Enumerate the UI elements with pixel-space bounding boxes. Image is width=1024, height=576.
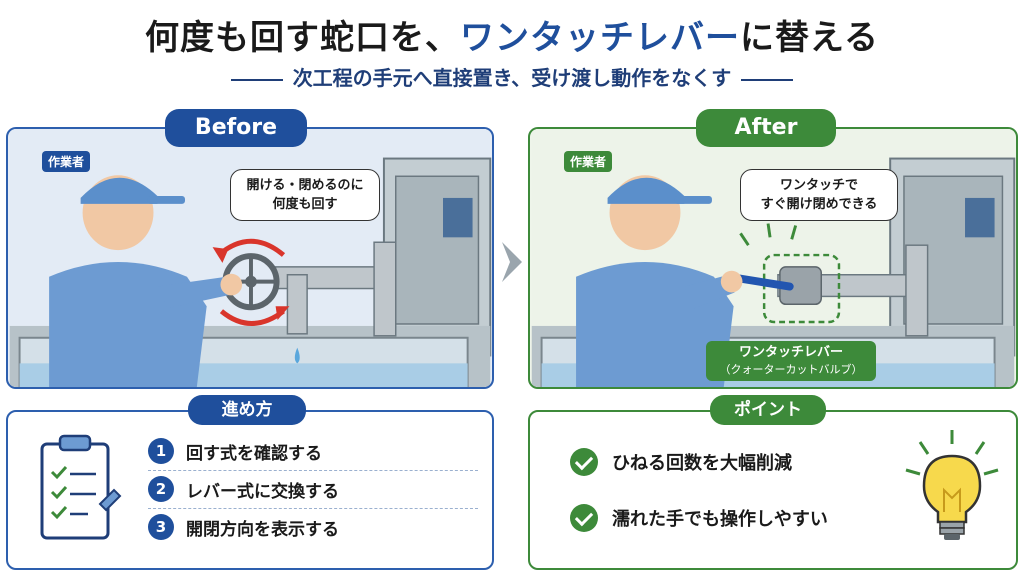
title-accent: ワンタッチレバー: [460, 18, 740, 58]
before-panel: 作業者 開ける・閉めるのに 何度も回す: [6, 127, 494, 389]
point-text-2: 濡れた手でも操作しやすい: [612, 509, 828, 530]
after-speech-bubble: ワンタッチで すぐ開け閉めできる: [740, 169, 898, 221]
check-icon: [570, 448, 598, 476]
lever-label-sub: （クォーターカットバルブ）: [719, 363, 863, 376]
step-item-1: 1 回す式を確認する: [148, 436, 478, 471]
before-bubble-line2: 何度も回す: [272, 197, 338, 212]
step-number-2: 2: [148, 476, 174, 502]
step-item-3: 3 開閉方向を表示する: [148, 512, 478, 542]
lever-label: ワンタッチレバー （クォーターカットバルブ）: [706, 341, 876, 381]
title-prefix: 何度も回す蛇口を、: [145, 18, 460, 58]
subtitle-rule-right: [741, 78, 794, 81]
clipboard-icon: [40, 434, 122, 540]
chevron-right-icon: [502, 242, 522, 282]
after-heading: After: [696, 109, 836, 147]
page-subtitle: 次工程の手元へ直接置き、受け渡し動作をなくす: [0, 62, 1024, 91]
steps-heading: 進め方: [188, 395, 306, 425]
step-item-2: 2 レバー式に交換する: [148, 474, 478, 509]
point-item-2: 濡れた手でも操作しやすい: [570, 502, 900, 534]
point-item-1: ひねる回数を大幅削減: [570, 446, 900, 478]
points-heading: ポイント: [710, 395, 826, 425]
step-number-3: 3: [148, 514, 174, 540]
subtitle-text: 次工程の手元へ直接置き、受け渡し動作をなくす: [292, 66, 732, 90]
step-divider-1: [148, 470, 478, 471]
after-panel: 作業者 ワンタッチで すぐ開け閉めできる: [528, 127, 1018, 389]
step-divider-2: [148, 508, 478, 509]
before-worker-tag: 作業者: [42, 151, 91, 172]
after-bubble-line1: ワンタッチで: [779, 178, 858, 193]
after-worker-tag: 作業者: [564, 151, 613, 172]
before-heading: Before: [165, 109, 307, 147]
lever-label-main: ワンタッチレバー: [738, 345, 843, 360]
steps-box: 1 回す式を確認する 2 レバー式に交換する 3 開閉方向を表示する: [6, 410, 494, 570]
lightbulb-icon: [905, 430, 999, 540]
page-title: 何度も回す蛇口を、ワンタッチレバーに替える: [0, 10, 1024, 59]
check-icon: [570, 504, 598, 532]
points-box: ひねる回数を大幅削減 濡れた手でも操作しやすい: [528, 410, 1018, 570]
before-bubble-line1: 開ける・閉めるのに: [246, 178, 364, 193]
before-speech-bubble: 開ける・閉めるのに 何度も回す: [230, 169, 380, 221]
step-text-2: レバー式に交換する: [186, 481, 339, 502]
step-number-1: 1: [148, 438, 174, 464]
step-text-3: 開閉方向を表示する: [186, 519, 339, 540]
title-suffix: に替える: [740, 18, 879, 58]
point-text-1: ひねる回数を大幅削減: [612, 453, 792, 474]
subtitle-rule-left: [230, 78, 283, 81]
after-bubble-line2: すぐ開け閉めできる: [760, 197, 878, 212]
step-text-1: 回す式を確認する: [186, 443, 322, 464]
